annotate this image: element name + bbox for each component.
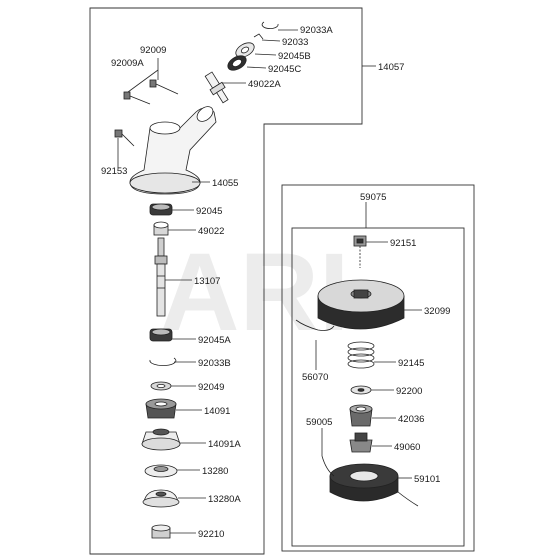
bolt-part [123,91,151,105]
part-label: 92033 [282,37,308,48]
part-label: 14091A [208,439,241,450]
gear-case-part [129,106,217,195]
part-label: 56070 [302,372,328,383]
main-assembly-frame [89,7,363,555]
collar-part [153,221,169,236]
bearing-part [149,328,173,342]
part-label: 92200 [396,386,422,397]
washer-part [144,464,178,478]
cutting-head-frame [281,184,475,552]
bolt-part [149,79,179,95]
washer-part [350,385,372,395]
part-label: 92210 [198,529,224,540]
part-label: 59075 [360,192,386,203]
part-label: 92033B [198,358,231,369]
bolt-part [114,129,135,147]
trimmer-line-part [295,319,335,331]
nut-part [151,524,171,539]
part-label: 49022 [198,226,224,237]
part-label: 14057 [378,62,404,73]
output-shaft-part [154,237,168,317]
spool-housing-part [317,279,405,330]
drive-shaft-part [204,71,229,104]
part-label: 92033A [300,25,333,36]
part-label: 13280A [208,494,241,505]
holder-part [141,428,181,451]
part-label: 42036 [398,414,424,425]
spool-part [321,455,419,507]
part-label: 59005 [306,417,332,428]
circlip-part [261,21,279,29]
watermark: ARI [160,231,349,354]
bearing-part [149,203,173,216]
part-label: 92045B [278,51,311,62]
bearing-part [235,42,255,58]
bearing-part [227,55,247,71]
part-label: 14091 [204,406,230,417]
spring-part [347,341,375,369]
part-label: 92009 [140,45,166,56]
cover-part [142,489,180,508]
part-label: 13280 [202,466,228,477]
part-label: 92045A [198,335,231,346]
part-label: 92145 [398,358,424,369]
part-label: 92045 [196,206,222,217]
part-label: 49022A [248,79,281,90]
part-label: 92151 [390,238,416,249]
circlip-part [149,357,177,366]
part-label: 92153 [101,166,127,177]
part-label: 92045C [268,64,301,75]
part-label: 49060 [394,442,420,453]
holder-part [145,398,177,419]
washer-part [150,381,172,391]
part-label: 59101 [414,474,440,485]
part-label: 14055 [212,178,238,189]
part-label: 13107 [194,276,220,287]
bolt-part [353,235,367,268]
part-label: 32099 [424,306,450,317]
bushing-part [349,404,373,427]
part-label: 92009A [111,58,144,69]
cutting-head-inner-frame [291,227,465,547]
snap-ring-part [253,33,264,40]
nut-part [349,432,373,453]
part-label: 92049 [198,382,224,393]
